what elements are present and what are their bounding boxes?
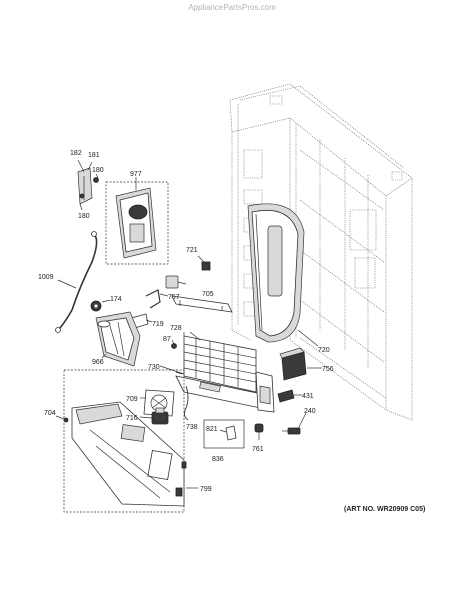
- callout-821: 821: [206, 426, 218, 433]
- watermark: AppliancePartsPros.com: [188, 3, 276, 12]
- callout-labels: 182 181 180 180 977 721 1009 174 757 705…: [38, 150, 334, 493]
- callout-730: 730: [148, 364, 160, 371]
- callout-709: 709: [126, 396, 138, 403]
- callout-180: 180: [92, 167, 104, 174]
- clip-757: [145, 289, 161, 309]
- clip-704: [55, 415, 69, 423]
- callout-738: 738: [186, 424, 198, 431]
- callout-174: 174: [110, 296, 122, 303]
- callout-182: 182: [70, 150, 82, 157]
- dispenser-recess-720: [247, 203, 305, 343]
- part-756: [279, 347, 307, 381]
- callout-977: 977: [130, 171, 142, 178]
- callout-728: 728: [170, 325, 182, 332]
- callout-431: 431: [302, 393, 314, 400]
- part-821: [225, 425, 237, 441]
- wire-738: [183, 385, 189, 421]
- bracket-182-181-180: [77, 159, 99, 211]
- cover-799: [71, 401, 187, 507]
- callout-799: 799: [200, 486, 212, 493]
- cover-977: [115, 187, 157, 259]
- fitting-174: [90, 300, 102, 312]
- callout-836: 836: [212, 456, 224, 463]
- callout-719: 719: [152, 321, 164, 328]
- group-box-fan: [63, 369, 185, 513]
- screw-87: [171, 339, 177, 349]
- callout-181: 181: [88, 152, 100, 159]
- bar-705: [171, 295, 233, 313]
- callout-721: 721: [186, 247, 198, 254]
- fitting-761: [254, 423, 264, 440]
- assembly-730: [175, 335, 275, 413]
- callout-966: 966: [92, 359, 104, 366]
- callout-761: 761: [252, 446, 264, 453]
- part-431: [277, 389, 295, 403]
- duct-966: [95, 311, 141, 367]
- tube-1009: [57, 233, 98, 331]
- art-number: (ART NO. WR20909 C05): [344, 506, 426, 513]
- group-box-836: [203, 419, 245, 449]
- callout-757: 757: [168, 294, 180, 301]
- callout-720: 720: [318, 347, 330, 354]
- callout-240: 240: [304, 408, 316, 415]
- screw-240: [282, 412, 307, 435]
- part-721: [201, 261, 211, 271]
- group-box-977: [105, 181, 169, 265]
- callout-716: 716: [126, 415, 138, 422]
- callout-704: 704: [44, 410, 56, 417]
- callout-756: 756: [322, 366, 334, 373]
- callout-180-lower: 180: [78, 213, 90, 220]
- callout-705: 705: [202, 291, 214, 298]
- callout-87: 87: [163, 336, 171, 343]
- connector: [165, 275, 187, 289]
- fan-motor-716: [151, 407, 169, 425]
- callout-1009: 1009: [38, 274, 54, 281]
